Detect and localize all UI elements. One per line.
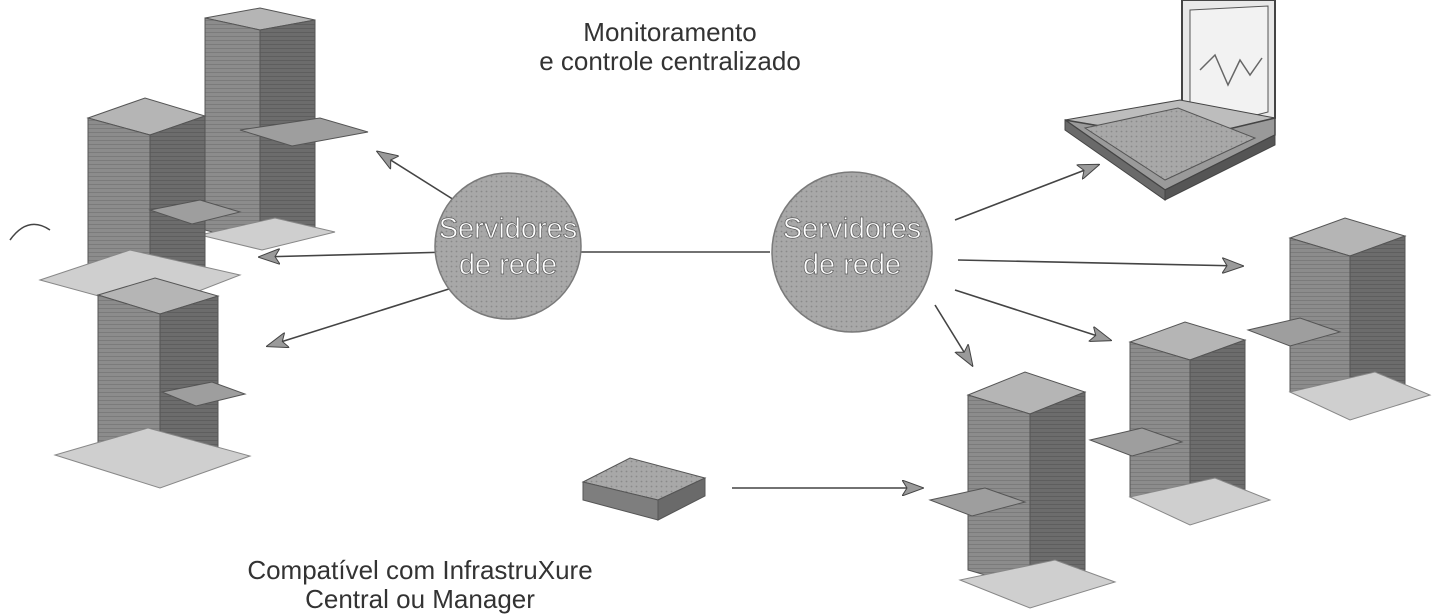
network-appliance-icon <box>581 457 707 521</box>
server-rack-icon <box>38 97 242 311</box>
caption-line: Monitoramento <box>583 17 757 47</box>
hub-label-line2: de rede <box>803 249 901 281</box>
arrow-to-right-server <box>957 260 1242 266</box>
server-rack-icon <box>1246 217 1432 421</box>
caption-line: e controle centralizado <box>539 46 801 76</box>
caption-centralized-monitoring: Monitoramento e controle centralizado <box>470 18 870 76</box>
arrow-to-middle-right-server <box>954 289 1110 340</box>
arrow-to-left-middle-server <box>260 252 451 257</box>
caption-compatibility: Compatível com InfrastruXure Central ou … <box>180 556 660 614</box>
caption-line: Central ou Manager <box>305 584 535 614</box>
hub-label-line1: Servidores <box>783 213 922 245</box>
laptop-icon <box>1064 0 1276 201</box>
network-hub-right: Servidores de rede <box>771 171 933 333</box>
server-rack-icon <box>928 371 1117 609</box>
hub-label-line1: Servidores <box>439 213 578 245</box>
hub-label-line2: de rede <box>459 249 557 281</box>
caption-line: Compatível com InfrastruXure <box>247 555 593 585</box>
arrow-to-laptop <box>954 165 1098 221</box>
arrow-to-left-bottom-server <box>268 287 453 346</box>
partial-outline <box>9 223 51 241</box>
left-server-group <box>38 7 369 489</box>
connections <box>260 152 1242 488</box>
right-server-group <box>928 217 1432 609</box>
server-rack-icon <box>199 7 369 251</box>
server-rack-icon <box>53 277 252 489</box>
server-rack-icon <box>1088 321 1272 526</box>
network-hub-left: Servidores de rede <box>434 172 582 320</box>
arrow-to-bottom-server <box>934 304 972 365</box>
